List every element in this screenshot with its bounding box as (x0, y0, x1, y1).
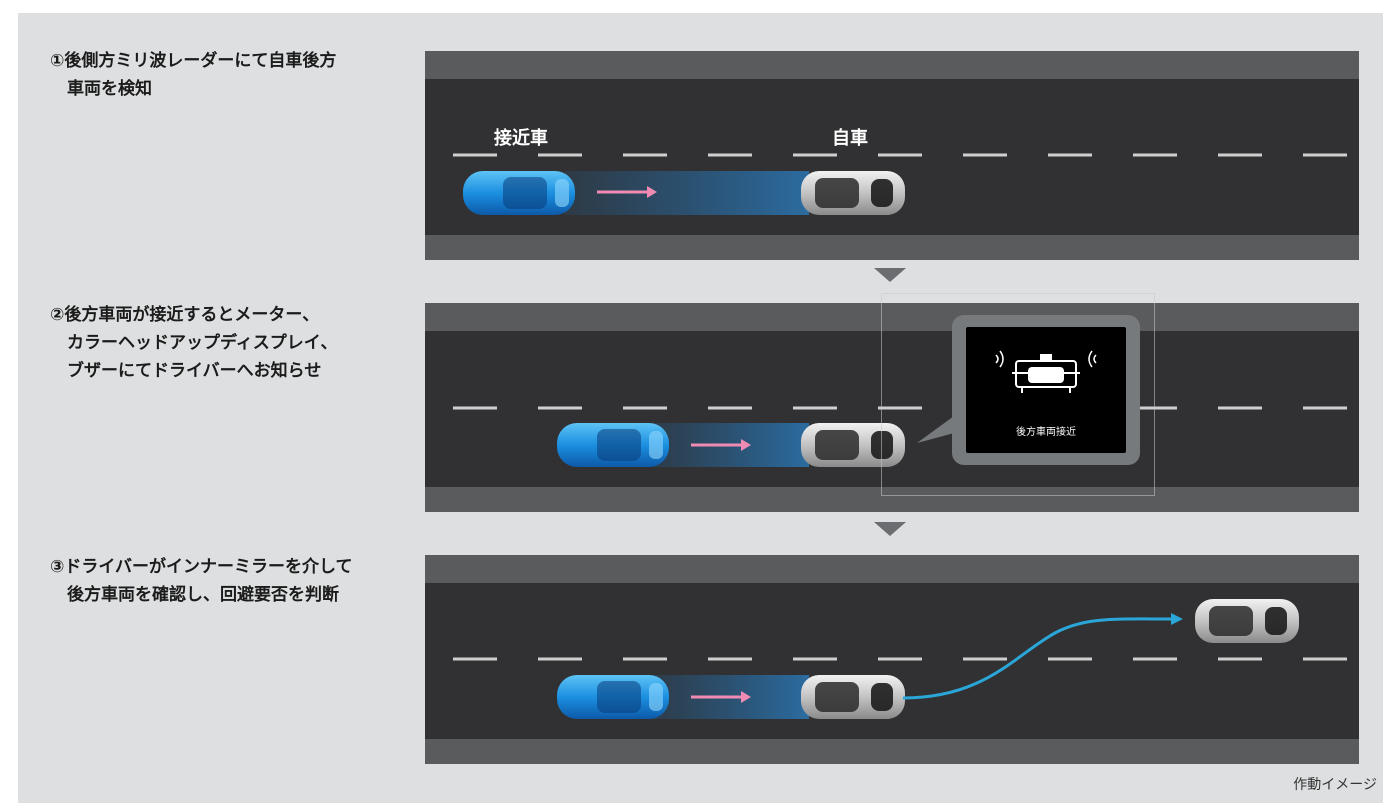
road-scene-3 (425, 555, 1359, 764)
step-1-text: ①後側方ミリ波レーダーにて自車後方 車両を検知 (50, 47, 410, 103)
approaching-car-icon (557, 675, 669, 719)
own-car-icon (801, 171, 905, 215)
rear-approach-warning-icon (995, 350, 1097, 393)
own-car-moved-icon (1195, 599, 1299, 643)
road-scene-2 (425, 303, 1359, 512)
step-2-text: ②後方車両が接近するとメーター、 カラーヘッドアップディスプレイ、 ブザーにてド… (50, 301, 410, 385)
step-2-line-3: ブザーにてドライバーへお知らせ (67, 361, 322, 381)
alert-screen: 後方車両接近 (966, 327, 1126, 453)
hud-highlight-frame (881, 293, 1155, 496)
alert-message: 後方車両接近 (1016, 427, 1076, 438)
caption: 作動イメージ (1293, 777, 1377, 793)
step-3-line-2: 後方車両を確認し、回避要否を判断 (67, 585, 339, 605)
down-triangle-icon (874, 522, 906, 536)
step-2-line-1: ②後方車両が接近するとメーター、 (50, 305, 320, 325)
own-car-label: 自車 (832, 128, 868, 149)
step-3-text: ③ドライバーがインナーミラーを介して 後方車両を確認し、回避要否を判断 (50, 553, 410, 609)
own-car-icon (801, 675, 905, 719)
down-triangle-icon (874, 268, 906, 282)
step-1-line-2: 車両を検知 (67, 79, 152, 99)
step-1-line-1: ①後側方ミリ波レーダーにて自車後方 (50, 51, 337, 71)
approaching-car-label: 接近車 (494, 128, 548, 149)
meter-alert-display: 後方車両接近 (952, 315, 1140, 465)
approaching-car-icon (463, 171, 575, 215)
step-2-line-2: カラーヘッドアップディスプレイ、 (67, 333, 338, 353)
step-3-line-1: ③ドライバーがインナーミラーを介して (50, 557, 353, 577)
road-scene-1 (425, 51, 1359, 260)
approaching-car-icon (557, 423, 669, 467)
